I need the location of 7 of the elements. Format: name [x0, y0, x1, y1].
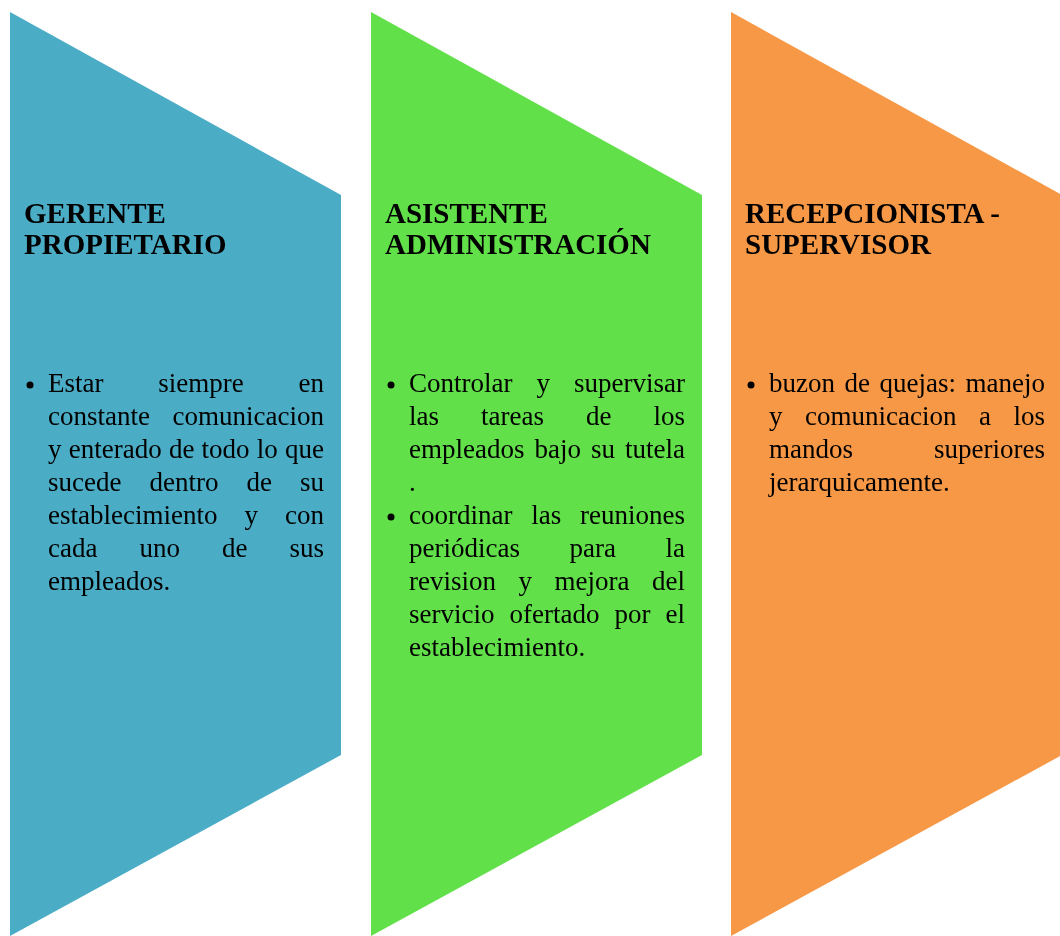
heading: GERENTE PROPIETARIO	[24, 198, 228, 260]
heading: ASISTENTE ADMINISTRACIÓN	[385, 198, 652, 260]
bullet-text: Controlar y supervisar las tareas de los empleados bajo su tutela .	[409, 367, 685, 499]
bullet-text: buzon de quejas: manejo y comunicacion a los mandos superiores jerarquicamente.	[769, 367, 1045, 499]
bullet-text: Estar siempre en constante comunicacion y enterado de todo lo que sucede dentro de su establecimiento y con cada uno de sus empleados.	[48, 367, 324, 598]
heading: RECEPCIONISTA - SUPERVISOR	[745, 198, 1001, 260]
bullet-text: coordinar las reuniones periódicas para la revision y mejora del servicio ofertado por el establecimiento.	[409, 499, 685, 664]
